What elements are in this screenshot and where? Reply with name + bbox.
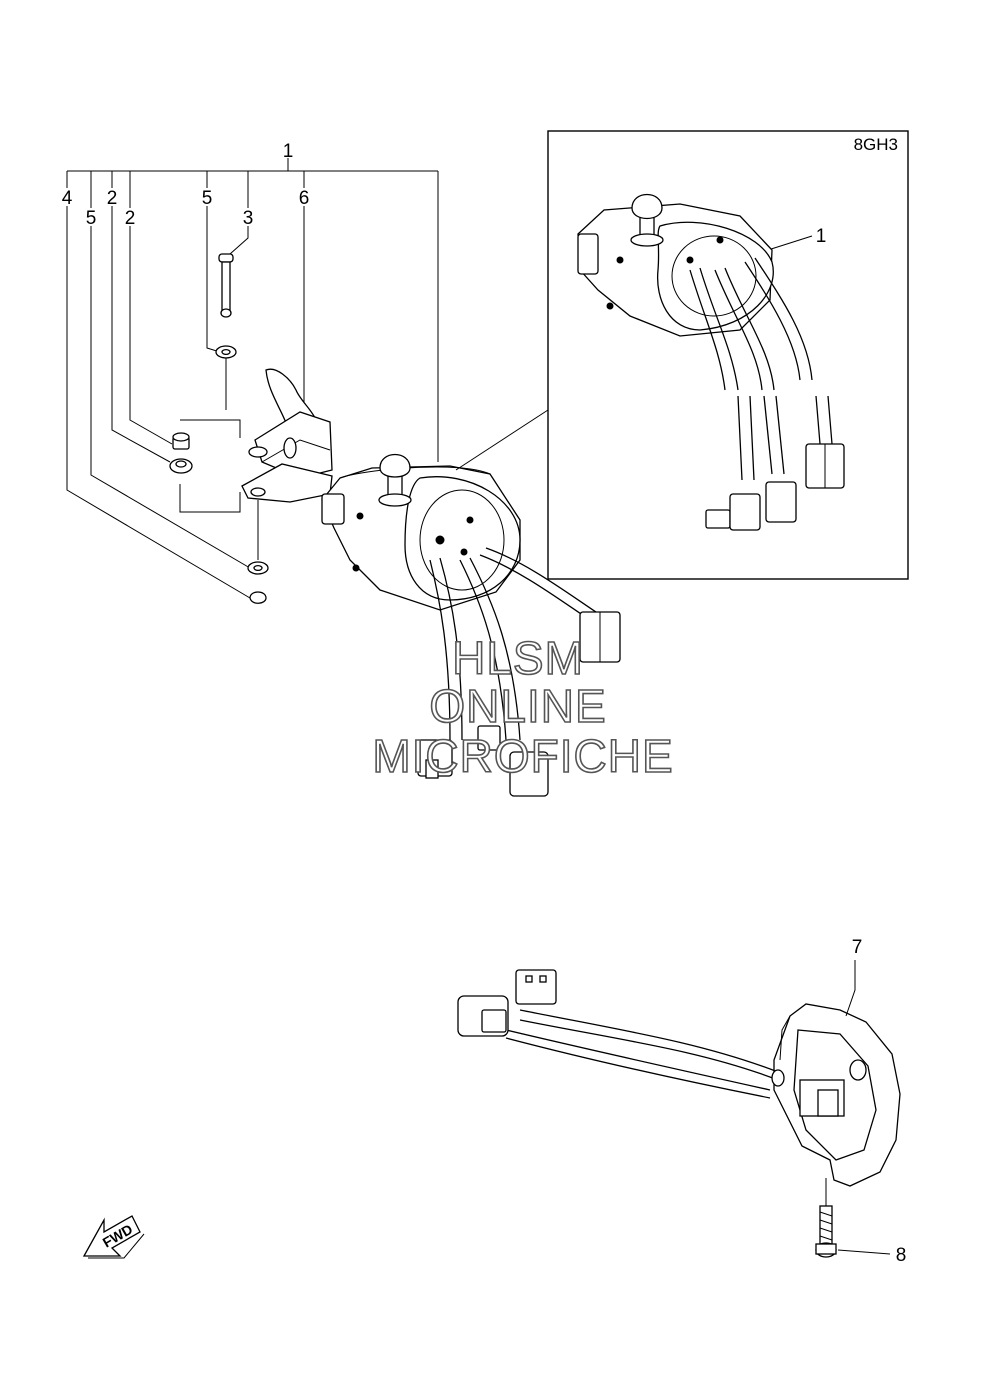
watermark-line1: HLSM (452, 632, 584, 684)
callout-8-leader (837, 1249, 891, 1255)
callout-2-right: 2 (125, 208, 136, 229)
callout-7-leader (845, 960, 856, 1017)
callout-2-left: 2 (107, 188, 118, 209)
switch-housing-inset (577, 194, 774, 337)
inset-leader (455, 409, 549, 471)
inset-panel (547, 130, 909, 580)
callout-1-main: 1 (283, 141, 294, 162)
callout-7: 7 (852, 937, 863, 958)
callout-5-left: 5 (86, 208, 97, 229)
washer-lower (247, 500, 269, 575)
inset-callout-leader (767, 235, 813, 251)
cover-wire-harness (457, 969, 785, 1099)
wire-harness-inset (689, 257, 845, 531)
wire-harness-main (417, 547, 621, 797)
watermark-line2: ONLINE (429, 680, 606, 732)
callout-bracket (66, 158, 439, 599)
cover-part (773, 1003, 901, 1187)
fwd-arrow-icon: FWD (82, 1215, 145, 1259)
switch-housing-main (321, 454, 521, 611)
watermark-line3: MICROFICHE (372, 730, 673, 782)
callout-8: 8 (896, 1245, 907, 1266)
e-clip (249, 591, 267, 604)
callout-6: 6 (299, 188, 310, 209)
callout-4: 4 (62, 188, 73, 209)
watermark: HLSM ONLINE MICROFICHE (372, 631, 674, 783)
inset-code: 8GH3 (854, 135, 898, 154)
nut-upper (172, 432, 190, 450)
callout-1-inset: 1 (816, 226, 827, 247)
lever-part (248, 368, 333, 479)
callout-5-right: 5 (202, 188, 213, 209)
callout-3: 3 (243, 208, 254, 229)
screw-part (815, 1178, 837, 1258)
nut-lower (169, 458, 193, 474)
washer-top (215, 345, 237, 410)
pin-part (218, 253, 234, 318)
